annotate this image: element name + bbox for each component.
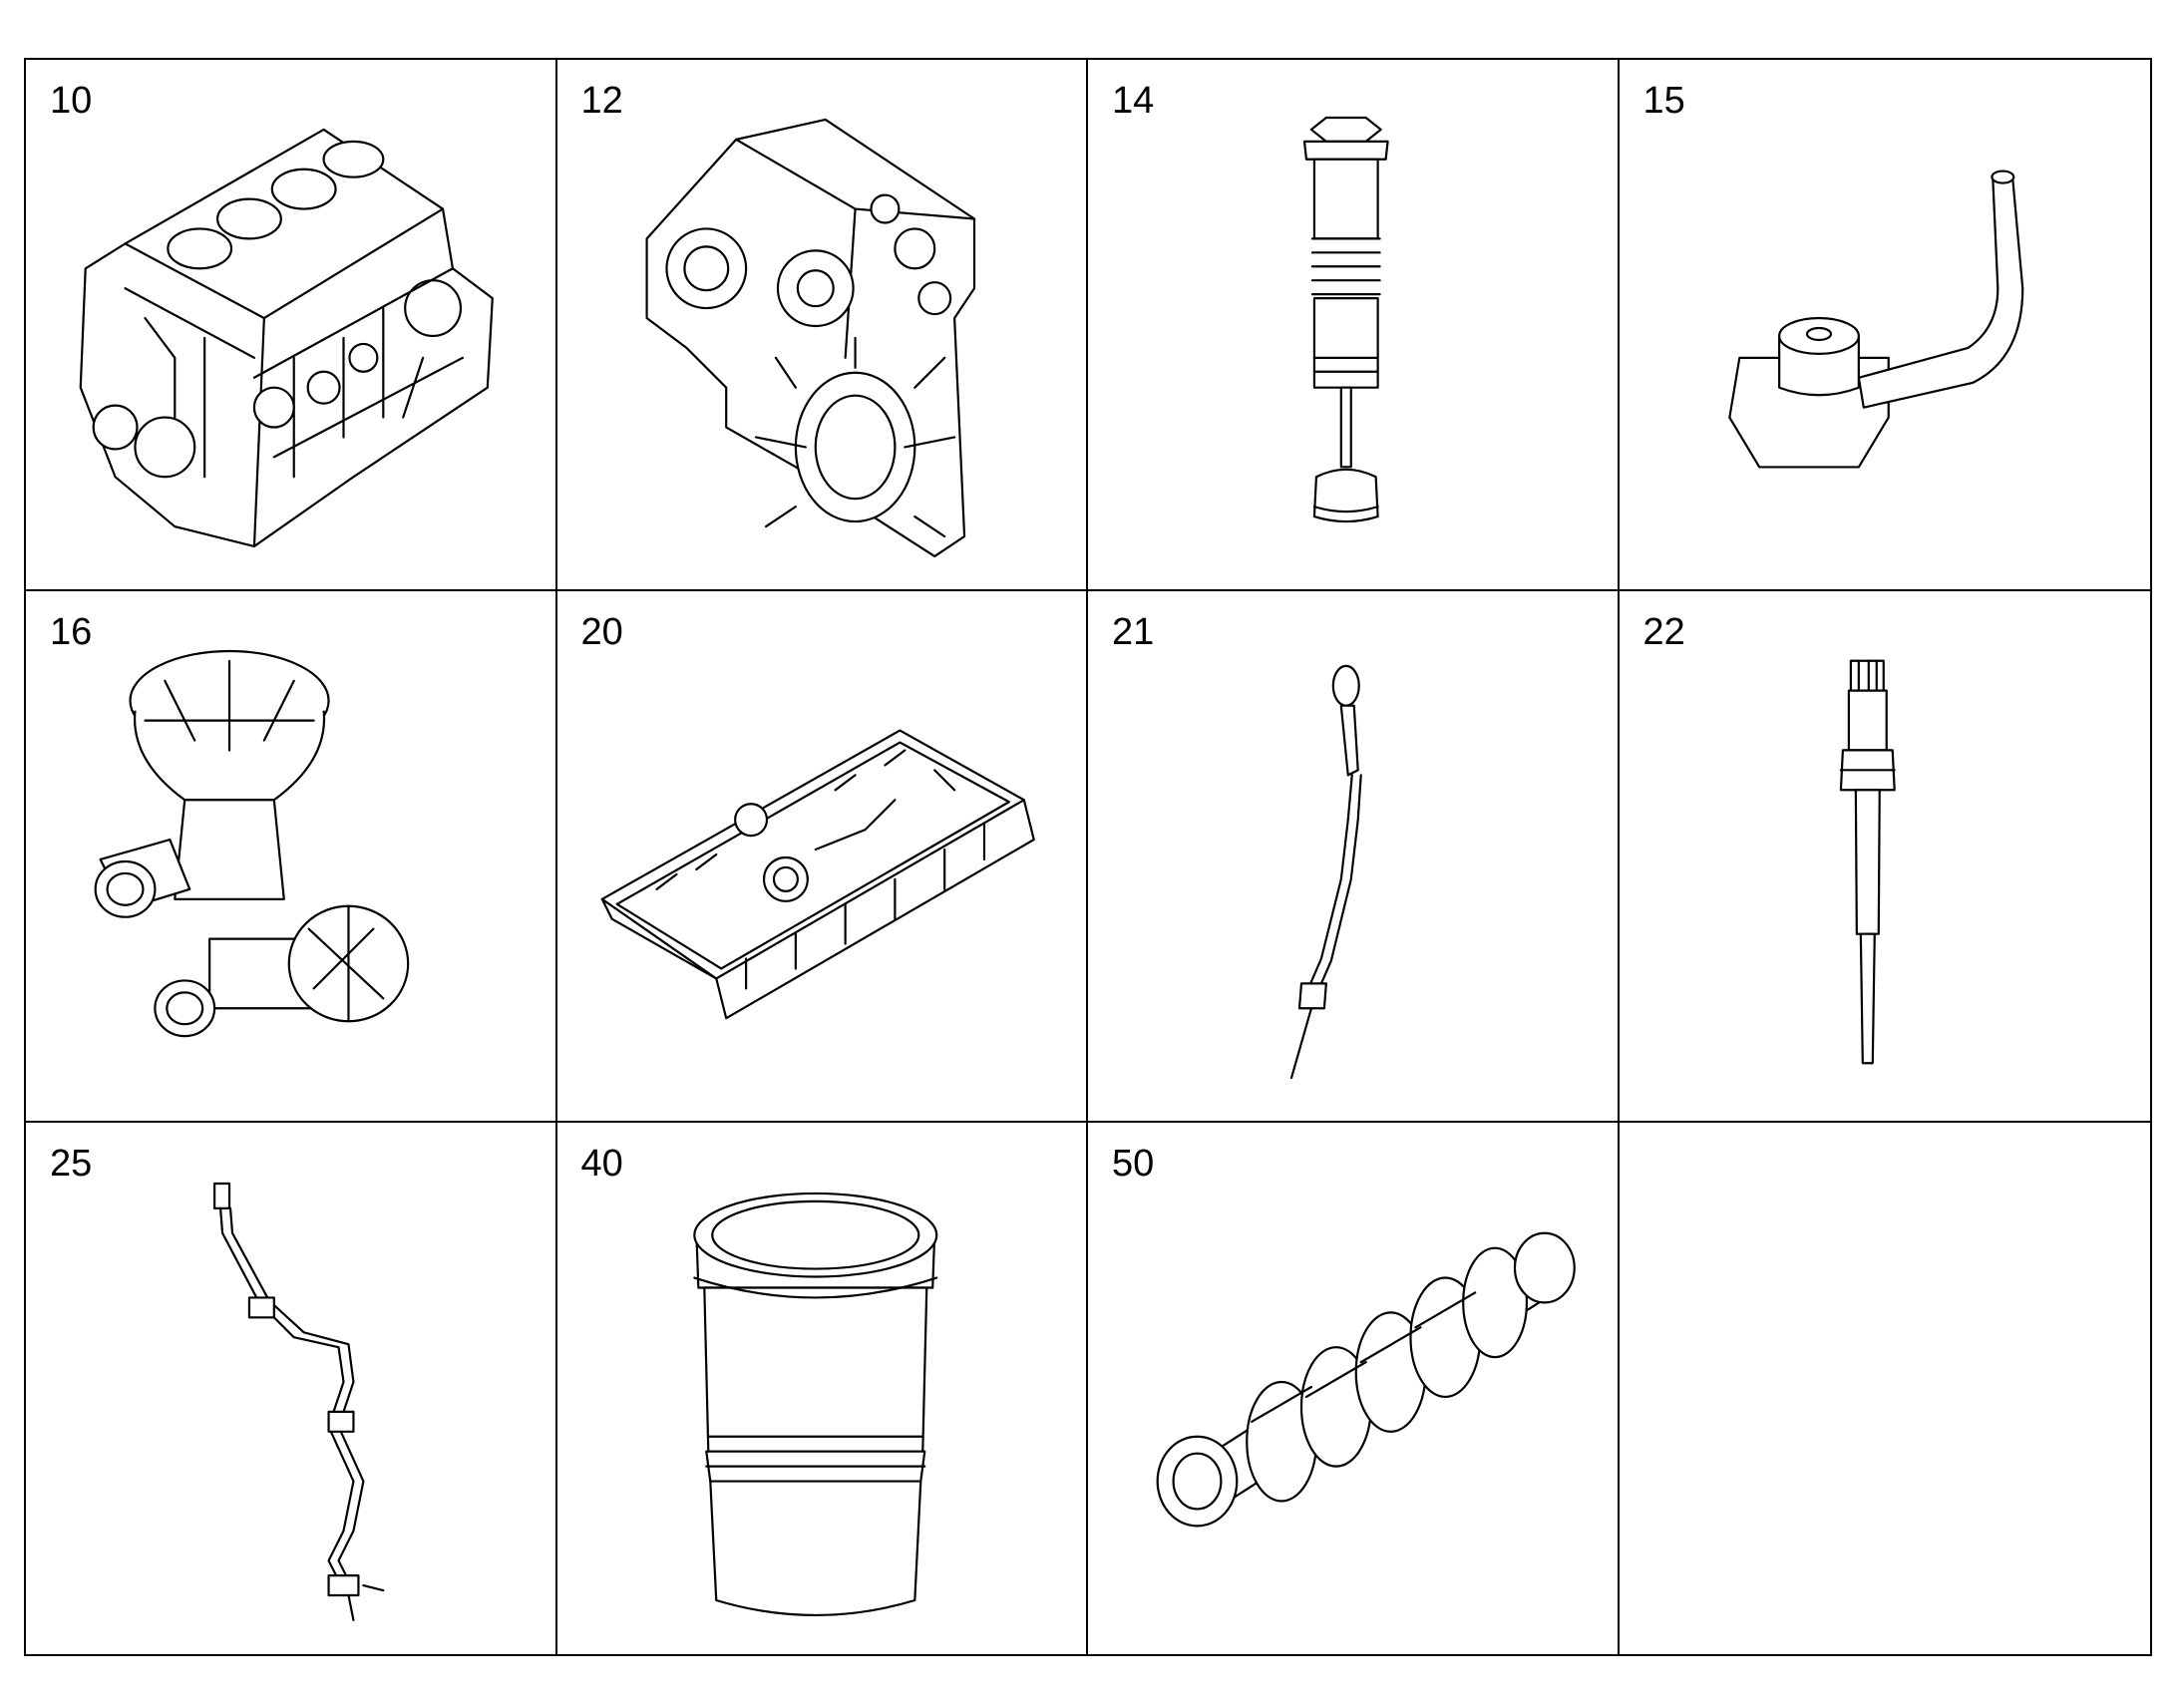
part-cell: 16 [26, 591, 557, 1123]
part-number: 10 [50, 80, 93, 122]
part-number: 15 [1642, 80, 1685, 122]
sensor-icon [1620, 591, 2151, 1121]
timing-case-icon [557, 60, 1087, 589]
crankshaft-icon [1088, 1123, 1618, 1654]
part-number: 40 [580, 1143, 623, 1185]
part-cell: 10 [26, 60, 557, 591]
part-cell: 14 [1088, 60, 1620, 591]
part-number: 20 [580, 611, 623, 653]
part-cell: 15 [1619, 60, 2151, 591]
oil-separator-icon [26, 591, 555, 1121]
oil-pan-icon [557, 591, 1087, 1121]
part-cell: 20 [556, 591, 1088, 1123]
part-number: 14 [1112, 80, 1155, 122]
part-cell: 25 [26, 1123, 557, 1654]
valve-plunger-icon [1088, 60, 1618, 589]
part-cell: 12 [556, 60, 1088, 591]
nozzle-tube-icon [1620, 60, 2151, 589]
part-cell: 21 [1088, 591, 1620, 1123]
part-cell: 50 [1088, 1123, 1620, 1654]
part-cell: 22 [1619, 591, 2151, 1123]
part-number: 25 [50, 1143, 93, 1185]
dipstick-icon [1088, 591, 1618, 1121]
parts-grid: 10 12 [24, 58, 2152, 1656]
part-number: 21 [1112, 611, 1155, 653]
engine-block-icon [26, 60, 555, 589]
part-number: 22 [1642, 611, 1685, 653]
empty-cell [1620, 1123, 2151, 1654]
part-cell: 40 [557, 1123, 1088, 1654]
part-number: 16 [50, 611, 93, 653]
sensor-cable-icon [26, 1123, 555, 1654]
part-number: 12 [580, 80, 623, 122]
cylinder-liner-icon [557, 1123, 1087, 1654]
part-number: 50 [1112, 1143, 1155, 1185]
